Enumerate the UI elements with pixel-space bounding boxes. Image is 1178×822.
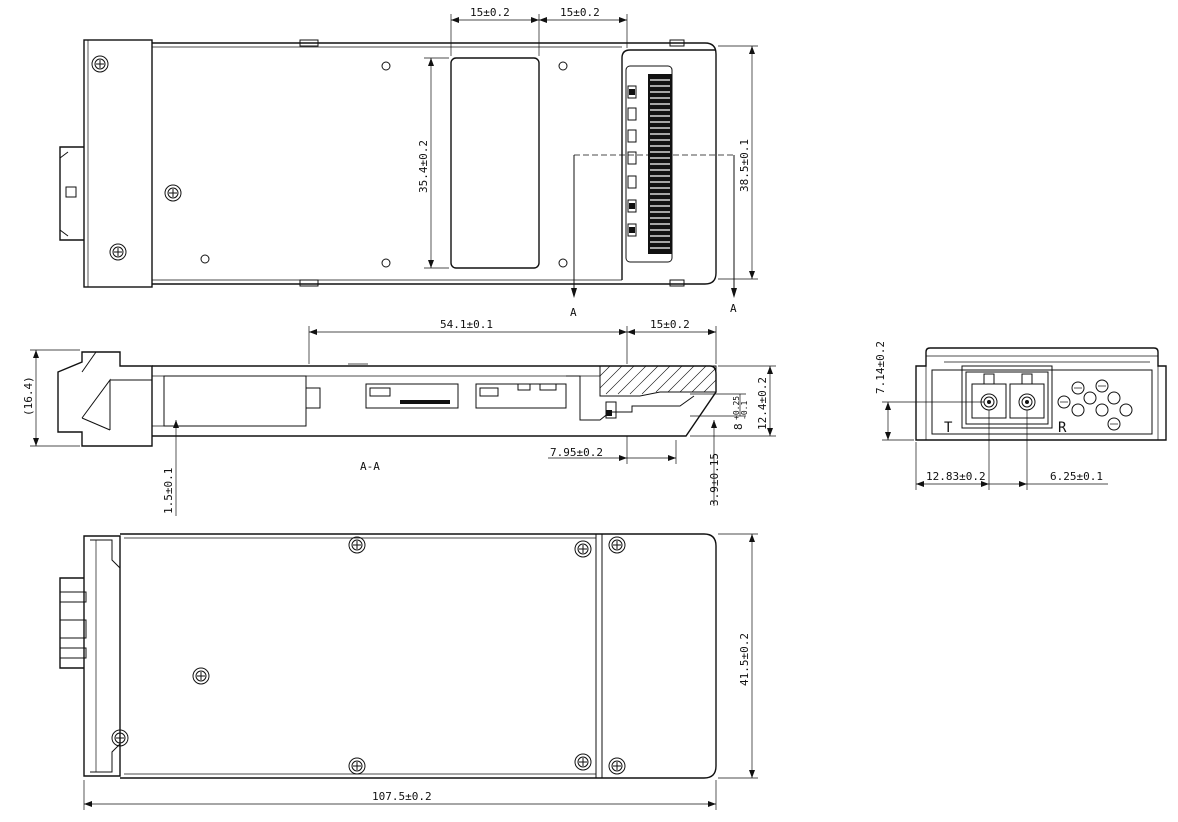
bottom-handle-frame xyxy=(83,535,121,777)
dim-top-offset: 7.14±0.2 xyxy=(874,341,887,394)
dim-length-a: 54.1±0.1 xyxy=(440,318,493,331)
dimension-window-height: 35.4±0.2 xyxy=(417,57,449,269)
top-view: A A 15±0.2 15±0.2 35.4±0.2 xyxy=(59,6,758,319)
dimension-window-width: 15±0.2 15±0.2 xyxy=(450,6,628,56)
dim-bottom-thickness: 1.5±0.1 xyxy=(162,468,175,514)
dim-left-offset: 12.83±0.2 xyxy=(926,470,986,483)
dim-left-height: (16.4) xyxy=(22,376,35,416)
dim-small-height-tol-lower: -0.1 xyxy=(740,401,749,420)
screw-icon xyxy=(91,55,109,73)
screw-icon xyxy=(111,729,129,747)
latch-profile xyxy=(57,351,153,447)
section-marker-left: A xyxy=(570,306,577,319)
section-view: 54.1±0.1 15±0.2 (16.4) 12.4±0.2 xyxy=(22,318,776,516)
mounting-hole xyxy=(200,254,210,264)
dim-width: 41.5±0.2 xyxy=(738,633,751,686)
screw-icon xyxy=(574,540,592,558)
latch-slot xyxy=(65,186,77,198)
section-marker-right: A xyxy=(730,302,737,315)
dimension-small-height: 8 +0.25 -0.1 xyxy=(690,393,749,430)
label-transmit: T xyxy=(944,420,953,436)
screw-icon xyxy=(164,184,182,202)
front-view: T R 7.14±0.2 xyxy=(874,341,1167,490)
hatched-cover-section xyxy=(599,365,717,397)
edge-connector-pins xyxy=(627,74,672,254)
module-body-outline xyxy=(152,42,717,285)
bottom-body-outline xyxy=(120,533,717,779)
handle-block xyxy=(83,39,153,288)
dimension-total-height: 38.5±0.1 xyxy=(718,45,758,280)
dimension-bottom-thickness: 1.5±0.1 xyxy=(162,420,179,516)
dimension-offset: 7.95±0.2 xyxy=(548,436,677,464)
dimension-length-a: 54.1±0.1 xyxy=(308,318,628,364)
mounting-hole xyxy=(381,258,391,268)
dim-total-height: 38.5±0.1 xyxy=(738,139,751,192)
screw-icon xyxy=(348,757,366,775)
dimension-left-height: (16.4) xyxy=(22,349,80,447)
dim-small-height-tol-upper: +0.25 xyxy=(732,396,741,420)
screw-icon xyxy=(109,243,127,261)
screw-icon xyxy=(348,536,366,554)
dim-window-height: 35.4±0.2 xyxy=(417,140,430,193)
screw-icon xyxy=(574,753,592,771)
dim-offset: 7.95±0.2 xyxy=(550,446,603,459)
dim-right-height: 12.4±0.2 xyxy=(756,377,769,430)
status-icons xyxy=(1057,379,1133,431)
front-outline xyxy=(915,347,1167,441)
mounting-hole xyxy=(558,61,568,71)
dim-window-width-1: 15±0.2 xyxy=(470,6,510,19)
screw-icon xyxy=(608,536,626,554)
dimension-right-height: 12.4±0.2 xyxy=(690,365,776,437)
dimension-length-b: 15±0.2 xyxy=(627,318,717,364)
dim-total-length: 107.5±0.2 xyxy=(372,790,432,803)
section-label: A-A xyxy=(360,460,380,473)
screw-icon xyxy=(192,667,210,685)
dimension-vertical-offset: 3.9±0.15 xyxy=(708,420,721,506)
receive-port xyxy=(1018,393,1036,411)
screw-icon xyxy=(608,757,626,775)
dim-small-height: 8 xyxy=(732,423,745,430)
dim-window-width-2: 15±0.2 xyxy=(560,6,600,19)
component-left xyxy=(365,383,459,409)
mounting-hole xyxy=(558,258,568,268)
label-receive: R xyxy=(1058,420,1067,436)
latch-tab xyxy=(59,146,84,241)
label-window xyxy=(450,57,540,269)
dimension-width: 41.5±0.2 xyxy=(718,533,758,779)
section-cut-line: A A xyxy=(570,154,737,319)
dim-length-b: 15±0.2 xyxy=(650,318,690,331)
mounting-hole xyxy=(381,61,391,71)
edge-connector-frame xyxy=(621,49,716,280)
dimension-left-offset: 12.83±0.2 6.25±0.1 xyxy=(915,410,1108,490)
optical-port-housing xyxy=(961,365,1053,429)
dim-vertical-offset: 3.9±0.15 xyxy=(708,453,721,506)
bottom-view: 41.5±0.2 107.5±0.2 xyxy=(59,533,758,810)
dimension-total-length: 107.5±0.2 xyxy=(83,780,717,810)
dimension-top-offset: 7.14±0.2 xyxy=(874,341,984,441)
dim-port-pitch: 6.25±0.1 xyxy=(1050,470,1103,483)
transceiver-block xyxy=(163,375,307,427)
